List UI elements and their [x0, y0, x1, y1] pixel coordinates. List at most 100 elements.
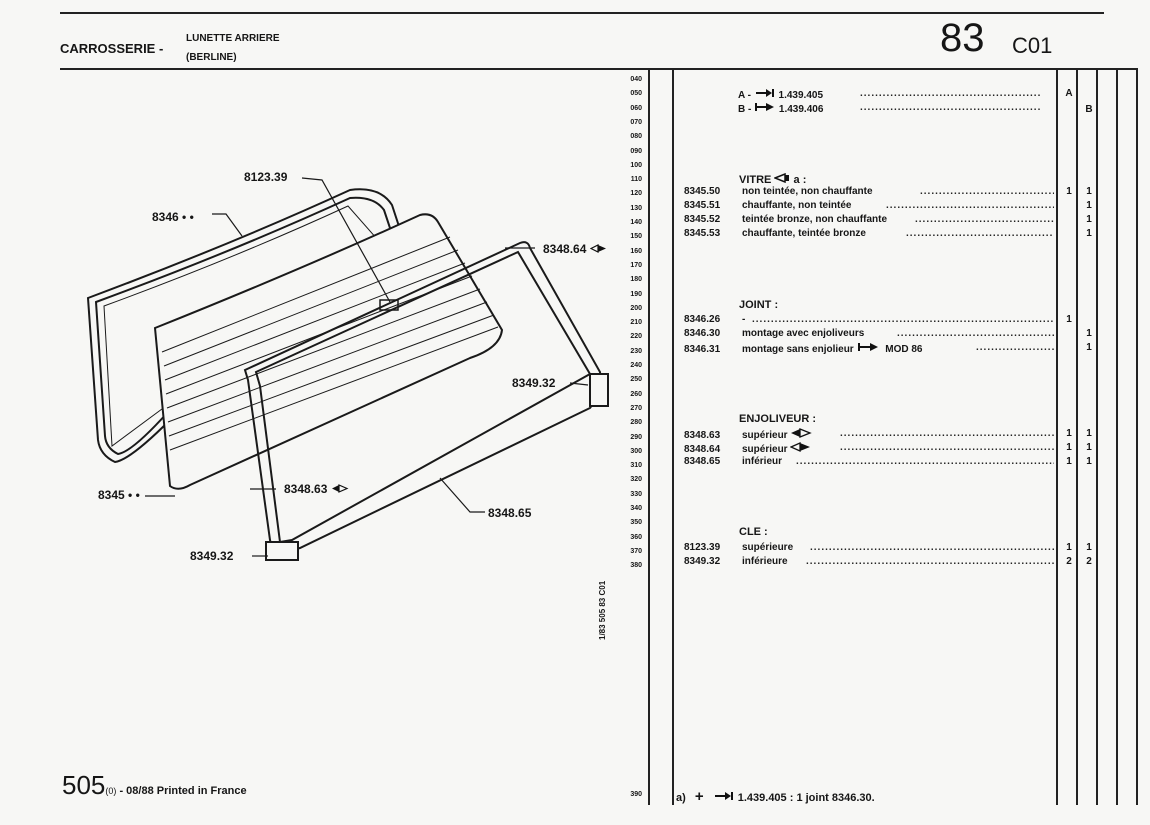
leader-dots: ........................................… [796, 456, 1054, 467]
group-title-cle: CLE : [739, 526, 768, 538]
part-row: 8345.53 chauffante, teintée bronze [684, 228, 866, 239]
callout-8345-text: 8345 [98, 488, 125, 502]
moulding-frame-drawing [243, 241, 609, 561]
page-title-line2: (BERLINE) [186, 52, 237, 63]
line-number: 370 [630, 547, 642, 555]
group-title-vitre: VITRE a : [739, 172, 806, 186]
qty-b: 1 [1086, 442, 1092, 453]
leader-dots: ...................... [976, 342, 1054, 353]
part-desc: chauffante, non teintée [742, 200, 852, 211]
line-number: 090 [630, 147, 642, 155]
leader-dots: ........................................… [840, 428, 1054, 439]
part-desc: inférieure [742, 556, 788, 567]
variant-b: B - 1.439.406 [738, 102, 823, 115]
line-number: 260 [630, 390, 642, 398]
part-ref: 8123.39 [684, 542, 721, 553]
part-ref: 8346.26 [684, 314, 721, 325]
line-number: 380 [630, 562, 642, 570]
section-title: CARROSSERIE - [60, 41, 164, 56]
line-number: 290 [630, 433, 642, 441]
callout-8348-63-text: 8348.63 [284, 482, 328, 496]
part-desc: chauffante, teintée bronze [742, 228, 866, 239]
top-rule [60, 12, 1104, 14]
part-row: 8348.64 supérieur [684, 441, 812, 455]
leader-dots: ........................................… [860, 88, 1042, 99]
footnote-prefix: a) [676, 792, 686, 804]
qty-b: 1 [1086, 428, 1092, 439]
bar-to-arrow-icon [755, 103, 775, 111]
leader-dots: ........................................… [752, 314, 1054, 325]
column-header-b: B [1085, 104, 1093, 115]
line-number: 130 [630, 204, 642, 212]
qty-b: 1 [1086, 542, 1092, 553]
line-number: 240 [630, 362, 642, 369]
line-number: 310 [630, 462, 642, 470]
line-number: 320 [630, 476, 642, 484]
line-number: 280 [630, 419, 642, 427]
table-divider [648, 70, 650, 805]
callout-8123-39: 8123.39 [244, 170, 288, 184]
part-desc: montage avec enjoliveurs [742, 328, 865, 339]
line-number: 340 [630, 505, 642, 512]
qty-b: 1 [1086, 228, 1092, 239]
footnote-text: 1.439.405 : 1 joint 8346.30. [737, 792, 875, 804]
line-number: 040 [630, 76, 642, 83]
footer: 505(0) - 08/88 Printed in France [62, 770, 247, 801]
line-number: 250 [630, 376, 642, 384]
leader-lines [145, 177, 589, 557]
part-ref: 8348.64 [684, 444, 721, 455]
part-ref: 8345.50 [684, 186, 721, 197]
header-rule [60, 68, 1138, 70]
line-number: 180 [630, 276, 642, 284]
part-desc: teintée bronze, non chauffante [742, 214, 888, 225]
part-desc: non teintée, non chauffante [742, 186, 873, 197]
qty-b: 1 [1086, 342, 1092, 353]
left-filled-diamond-icon [331, 484, 349, 493]
line-number: 270 [630, 404, 642, 412]
part-ref: 8346.30 [684, 328, 721, 339]
triangle-left-icon [773, 172, 790, 184]
callout-8349-32-bottom: 8349.32 [190, 549, 234, 563]
glass-pane-drawing [153, 213, 504, 490]
leader-dots: ........................................… [897, 328, 1054, 339]
qty-b: 1 [1086, 214, 1092, 225]
group-title-joint: JOINT : [739, 299, 779, 311]
qty-a: 1 [1066, 186, 1072, 197]
part-ref: 8345.53 [684, 228, 721, 239]
qty-a: 1 [1066, 542, 1072, 553]
variant-a: A - 1.439.405 [738, 88, 823, 101]
variant-a-ref: 1.439.405 [778, 90, 824, 101]
line-number: 190 [630, 290, 642, 298]
qty-b: 1 [1086, 328, 1092, 339]
part-ref: 8348.65 [684, 456, 721, 467]
part-desc: supérieur [742, 444, 788, 455]
page-code: C01 [1012, 33, 1053, 58]
qty-b: 1 [1086, 456, 1092, 467]
variant-b-ref: 1.439.406 [778, 104, 824, 115]
part-row: 8346.26- [684, 314, 745, 325]
part-desc: montage sans enjolieur [742, 344, 854, 355]
line-number: 120 [630, 190, 642, 198]
qty-a: 1 [1066, 428, 1072, 439]
leader-dots: ........................................… [806, 556, 1054, 567]
group-title-text: VITRE [739, 174, 772, 186]
qty-a: 1 [1066, 314, 1072, 325]
line-number: 160 [630, 247, 642, 255]
line-number-last: 390 [630, 791, 642, 798]
footer-suffix: (0) [105, 786, 117, 796]
variant-a-code: A - [738, 90, 751, 101]
part-desc: supérieur [742, 430, 788, 441]
line-number: 100 [630, 161, 642, 169]
footnote: a) + 1.439.405 : 1 joint 8346.30. [676, 788, 875, 805]
part-row: 8346.30 montage avec enjoliveurs [684, 328, 864, 339]
callout-8345: 8345 • • [98, 488, 140, 502]
table-divider [1056, 70, 1058, 805]
leader-dots: ........................................… [860, 102, 1042, 113]
table-divider [1096, 70, 1098, 805]
